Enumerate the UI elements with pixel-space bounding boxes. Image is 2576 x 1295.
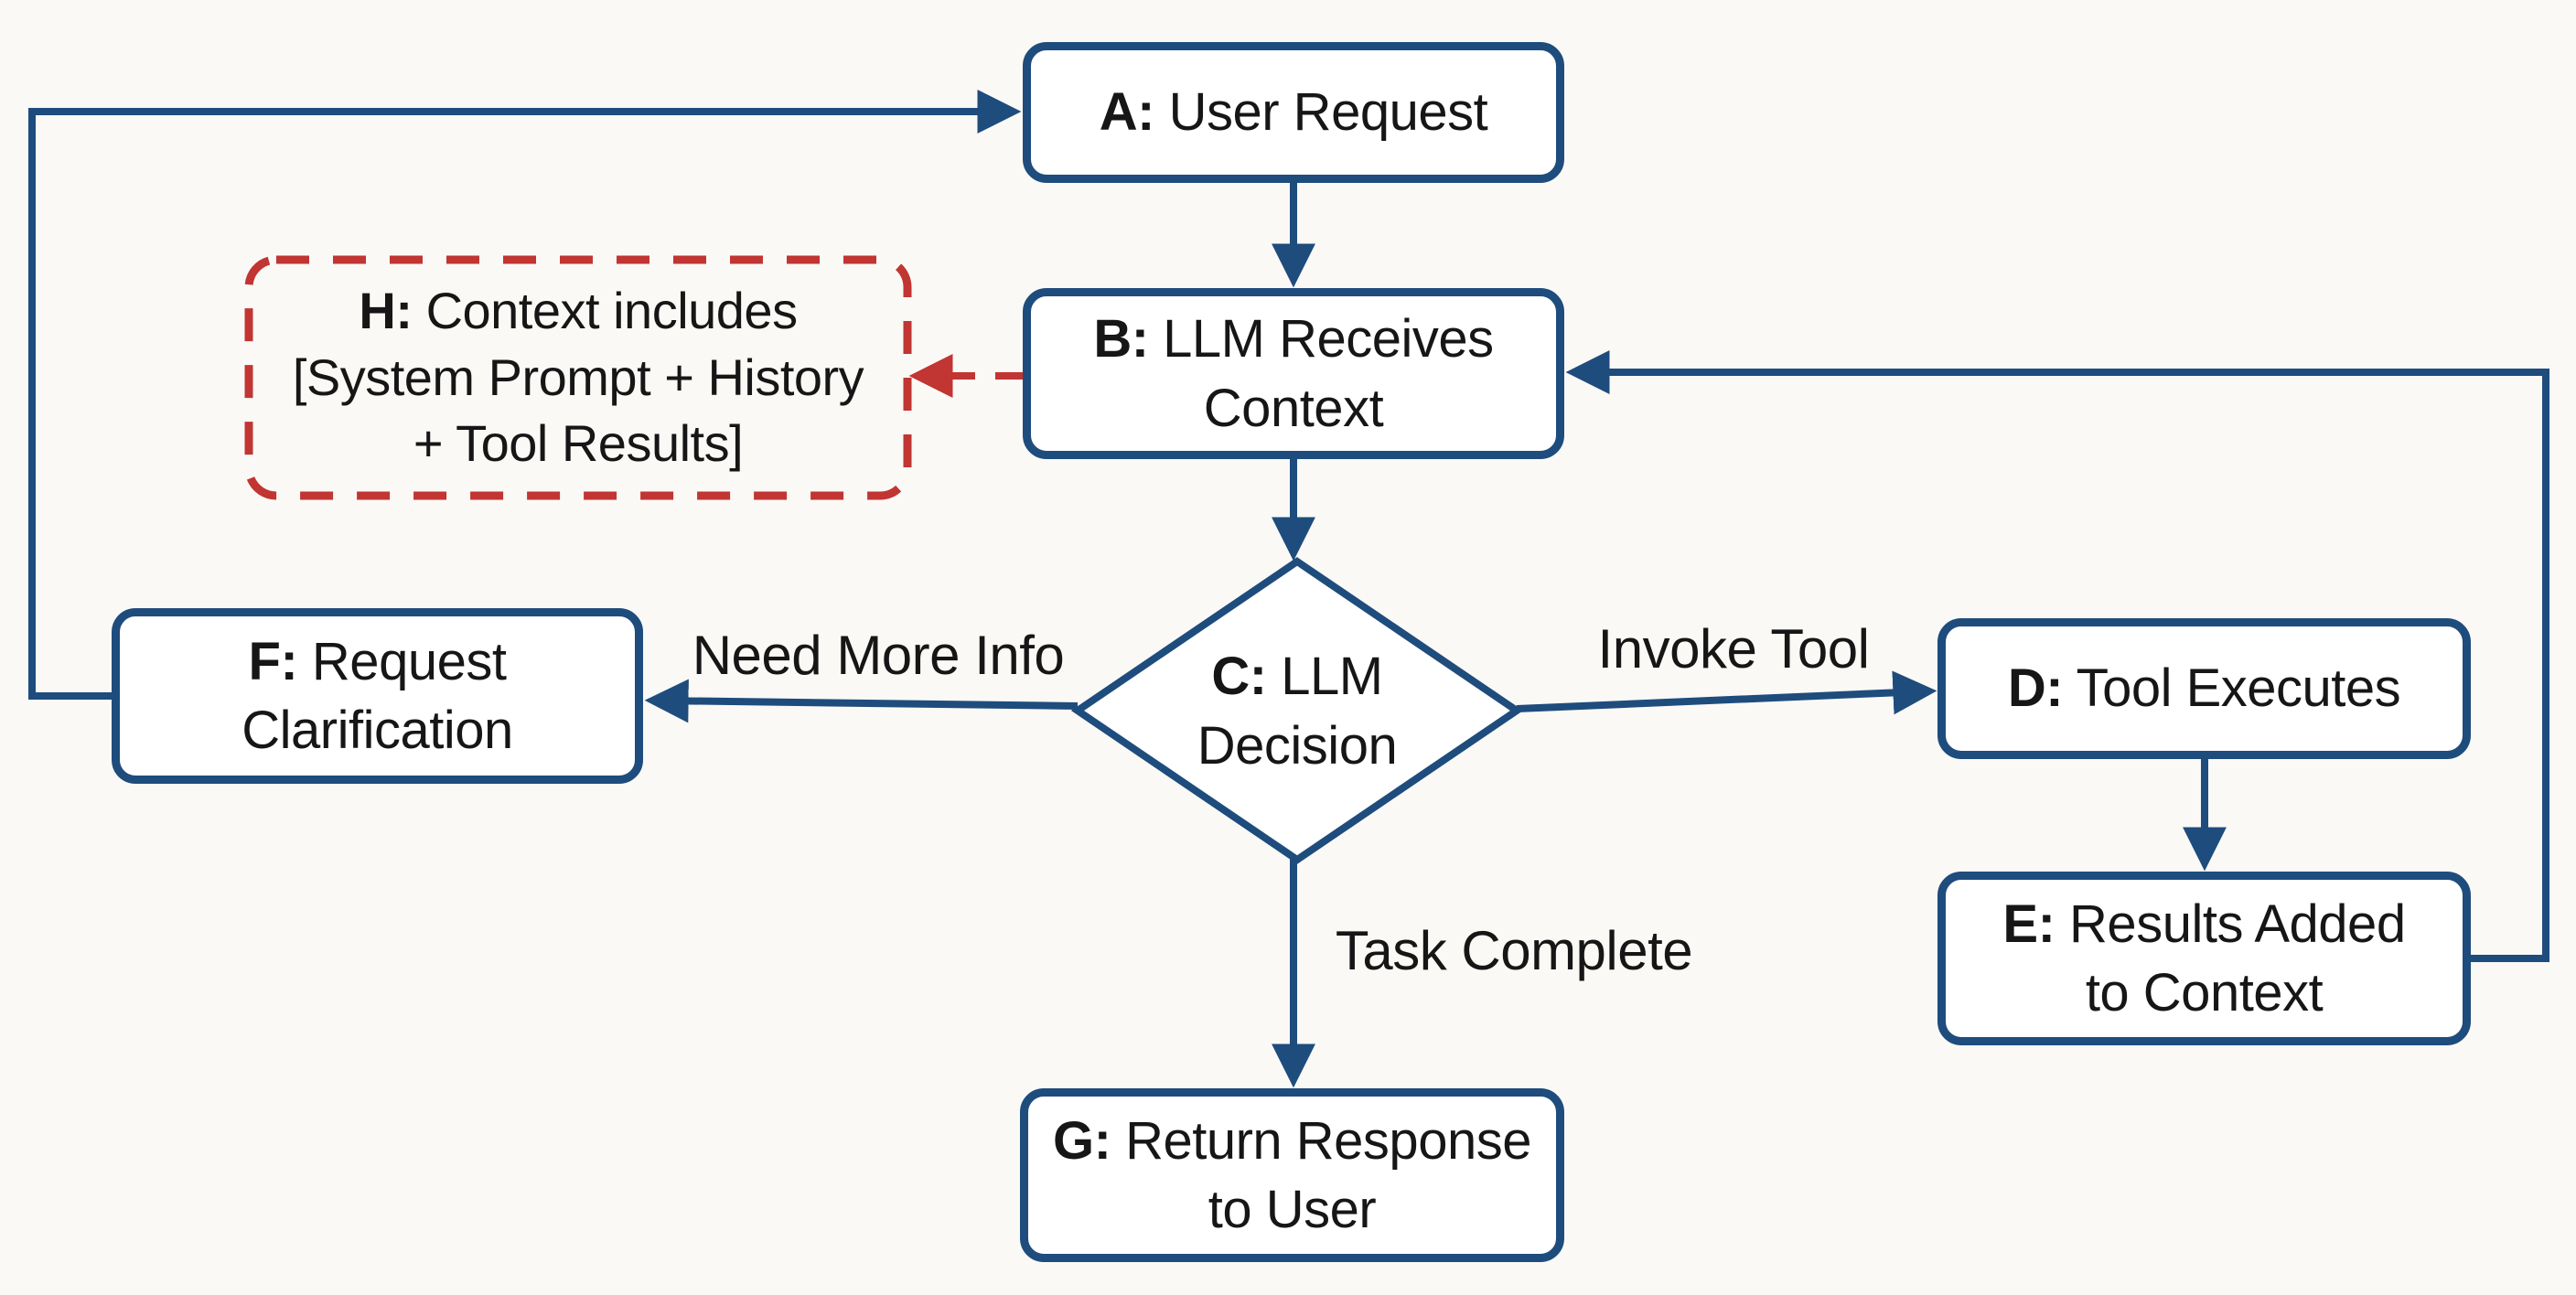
node-b: B: LLM Receives Context — [1023, 288, 1564, 459]
node-a: A: User Request — [1023, 42, 1564, 183]
node-b-label: B: LLM Receives — [1093, 309, 1494, 369]
node-h-dashed-border — [244, 255, 912, 500]
node-d: D: Tool Executes — [1937, 618, 2471, 759]
edge-label-need-more-info: Need More Info — [692, 625, 1065, 686]
node-f: F: Request Clarification — [112, 608, 643, 784]
node-d-label: D: Tool Executes — [2007, 658, 2401, 719]
node-e-label: E: Results Added — [2002, 894, 2406, 954]
node-e: E: Results Added to Context — [1937, 872, 2471, 1045]
edge-f-to-a-loop — [28, 90, 1022, 700]
node-c-label: C: LLM Decision — [1197, 647, 1398, 776]
node-h-label: H: Context includes — [359, 281, 798, 339]
node-c-diamond — [1070, 557, 1524, 864]
node-a-label: A: User Request — [1099, 82, 1488, 143]
edge-label-task-complete: Task Complete — [1335, 920, 1693, 981]
node-f-label: F: Request — [248, 631, 507, 691]
edge-e-to-b-loop — [1565, 350, 2549, 962]
node-g-label: G: Return Response — [1053, 1110, 1531, 1171]
node-g: G: Return Response to User — [1020, 1088, 1564, 1262]
edge-c-to-f — [644, 679, 1079, 723]
edge-c-to-d — [1516, 670, 1937, 715]
edge-label-invoke-tool: Invoke Tool — [1597, 618, 1870, 680]
node-h: H: Context includes [System Prompt + His… — [249, 260, 907, 496]
